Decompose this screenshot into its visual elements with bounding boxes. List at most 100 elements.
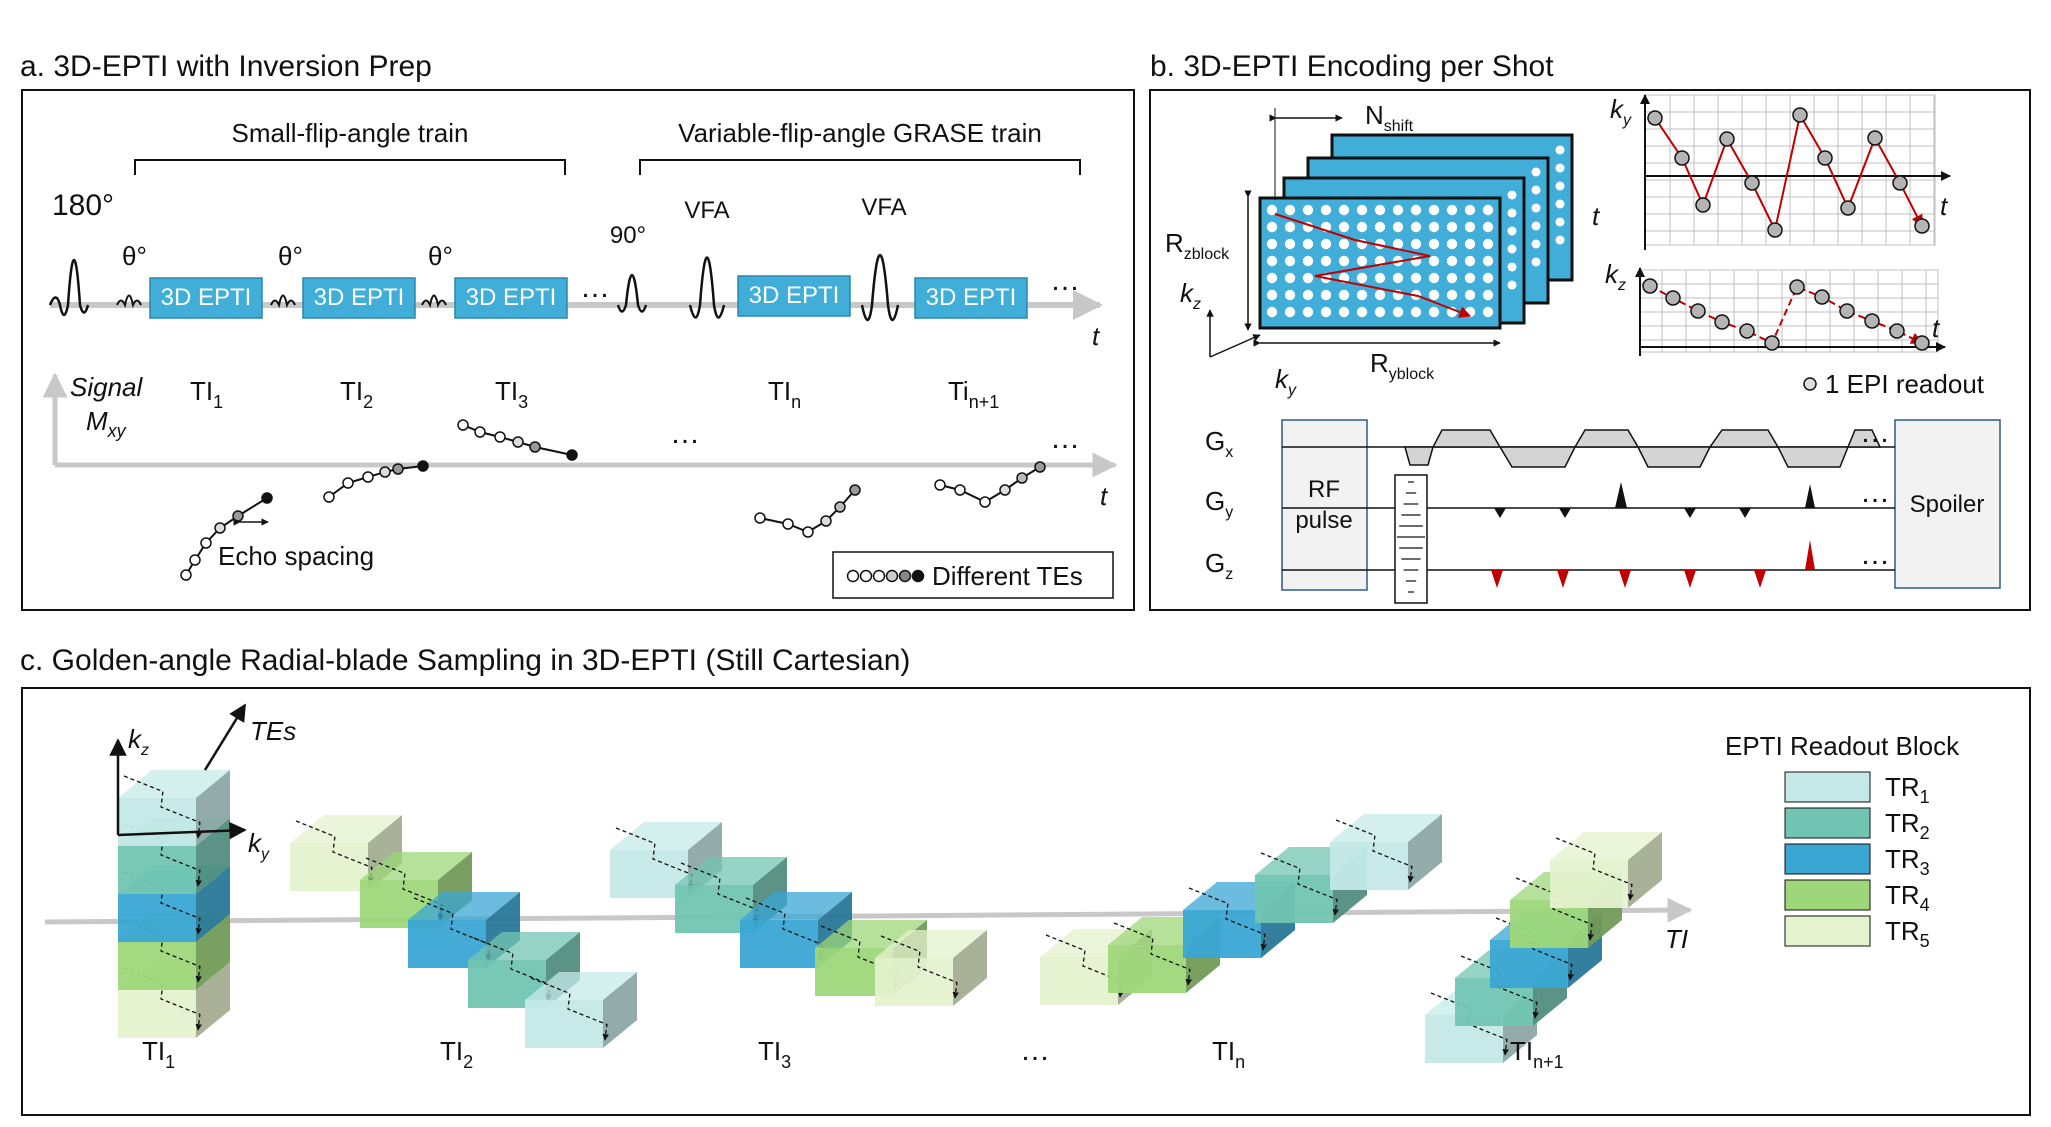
signal-curve-tin1 bbox=[934, 461, 1046, 508]
rzblock-label: Rzblock bbox=[1165, 228, 1230, 263]
kspace-sample bbox=[1374, 289, 1386, 301]
ky-plot-label: ky bbox=[1610, 94, 1632, 129]
readout-block bbox=[525, 972, 637, 1048]
block-readout-trajectory bbox=[413, 897, 492, 961]
block-readout-trajectory bbox=[1188, 887, 1267, 951]
kz-sample bbox=[1914, 335, 1930, 351]
gz-blip bbox=[1557, 570, 1569, 588]
ellipsis: … bbox=[1050, 422, 1080, 455]
panel-a-title: a. 3D-EPTI with Inversion Prep bbox=[20, 50, 432, 83]
kspace-sample bbox=[1410, 204, 1422, 216]
gz-blip bbox=[1619, 570, 1631, 588]
kspace-sample bbox=[1555, 235, 1565, 245]
kspace-sample bbox=[1392, 238, 1404, 250]
kspace-sample bbox=[1266, 289, 1278, 301]
block-side bbox=[196, 770, 230, 846]
kspace-sample bbox=[1531, 185, 1541, 195]
gy-blip bbox=[1559, 508, 1571, 518]
block-front bbox=[525, 1000, 603, 1048]
kspace-sample bbox=[1464, 272, 1476, 284]
legend-label-tr1: TR1 bbox=[1885, 772, 1930, 807]
signal-curve-ti1 bbox=[180, 492, 273, 581]
ky-sample bbox=[1840, 200, 1856, 216]
phase-encode-table bbox=[1394, 474, 1428, 604]
gy-blip bbox=[1494, 508, 1506, 518]
panel-c-frame bbox=[21, 687, 2031, 1116]
block-readout-trajectory bbox=[745, 897, 824, 961]
kspace-sample bbox=[1284, 204, 1296, 216]
kspace-sample bbox=[1507, 280, 1517, 290]
kspace-sample bbox=[1555, 145, 1565, 155]
ky-plot-gridlines bbox=[1645, 95, 1935, 245]
kz-sample bbox=[1739, 323, 1755, 339]
kspace-sample bbox=[1507, 244, 1517, 254]
readout-block bbox=[740, 892, 852, 968]
epti-block-1 bbox=[149, 277, 263, 319]
block-top bbox=[290, 815, 402, 843]
kspace-sample bbox=[1338, 306, 1350, 318]
gx-label: Gx bbox=[1205, 426, 1233, 461]
kspace-sample bbox=[1392, 221, 1404, 233]
kspace-sample bbox=[1410, 221, 1422, 233]
kz-sample bbox=[1839, 303, 1855, 319]
kz-plot-time: t bbox=[1932, 313, 1941, 343]
kspace-sample bbox=[1531, 203, 1541, 213]
kspace-sample bbox=[1482, 272, 1494, 284]
excitation-pulse-90 bbox=[616, 273, 648, 313]
block-side bbox=[1408, 814, 1442, 890]
c-kz-label: kz bbox=[128, 724, 149, 759]
kspace-sample bbox=[1482, 255, 1494, 267]
kspace-sample bbox=[1507, 226, 1517, 236]
pulse-90-label: 90° bbox=[610, 222, 646, 249]
kspace-sample-grid bbox=[1266, 145, 1565, 318]
block-front bbox=[1330, 842, 1408, 890]
theta-pulse bbox=[116, 294, 142, 309]
different-tes-label: Different TEs bbox=[932, 561, 1083, 591]
ky-sample bbox=[1867, 130, 1883, 146]
readout-block bbox=[290, 815, 402, 891]
gz-blip bbox=[1491, 570, 1503, 588]
block-front bbox=[1550, 860, 1628, 908]
epi-readout-marker bbox=[1803, 377, 1817, 391]
kspace-sample bbox=[1482, 221, 1494, 233]
vfa-label: VFA bbox=[684, 197, 729, 224]
mxy-label: Mxy bbox=[86, 406, 127, 441]
block-front bbox=[875, 958, 953, 1006]
c-ti-label-3: TI3 bbox=[758, 1036, 791, 1072]
panel-a: a. 3D-EPTI with Inversion Prep Small-fli… bbox=[20, 50, 1135, 611]
kspace-sample bbox=[1446, 289, 1458, 301]
legend-label-base: TR bbox=[1885, 880, 1920, 910]
kspace-sample bbox=[1428, 204, 1440, 216]
readout-block bbox=[408, 892, 520, 968]
legend-label-tr3: TR3 bbox=[1885, 844, 1930, 879]
kspace-sample bbox=[1482, 289, 1494, 301]
block-readout-trajectory bbox=[680, 862, 759, 926]
kspace-sample bbox=[1284, 238, 1296, 250]
block-front bbox=[118, 942, 196, 990]
block-readout-trajectory bbox=[1555, 837, 1634, 901]
legend-label-sub: 1 bbox=[1920, 787, 1930, 807]
block-readout-trajectory bbox=[365, 857, 444, 921]
block-readout-trajectory bbox=[123, 967, 202, 1031]
kspace-sample bbox=[1338, 289, 1350, 301]
legend-label-tr2: TR2 bbox=[1885, 808, 1930, 843]
kspace-sample bbox=[1464, 238, 1476, 250]
block-top bbox=[610, 822, 722, 850]
ellipsis: … bbox=[1020, 1034, 1050, 1067]
kspace-sample bbox=[1320, 306, 1332, 318]
ky-sample bbox=[1719, 131, 1735, 147]
ky-trajectory bbox=[1654, 112, 1923, 234]
kspace-sample bbox=[1464, 289, 1476, 301]
gz-blip bbox=[1684, 570, 1696, 588]
kspace-sample bbox=[1464, 221, 1476, 233]
spoiler-label: Spoiler bbox=[1910, 491, 1985, 518]
kspace-sample bbox=[1392, 272, 1404, 284]
kz-sample bbox=[1665, 290, 1681, 306]
ti-label-3: TI3 bbox=[495, 376, 528, 412]
kspace-sample bbox=[1446, 255, 1458, 267]
block-readout-trajectory bbox=[1113, 922, 1192, 986]
kspace-sample bbox=[1464, 255, 1476, 267]
kz-sample bbox=[1714, 314, 1730, 330]
readout-blocks bbox=[118, 770, 1662, 1063]
